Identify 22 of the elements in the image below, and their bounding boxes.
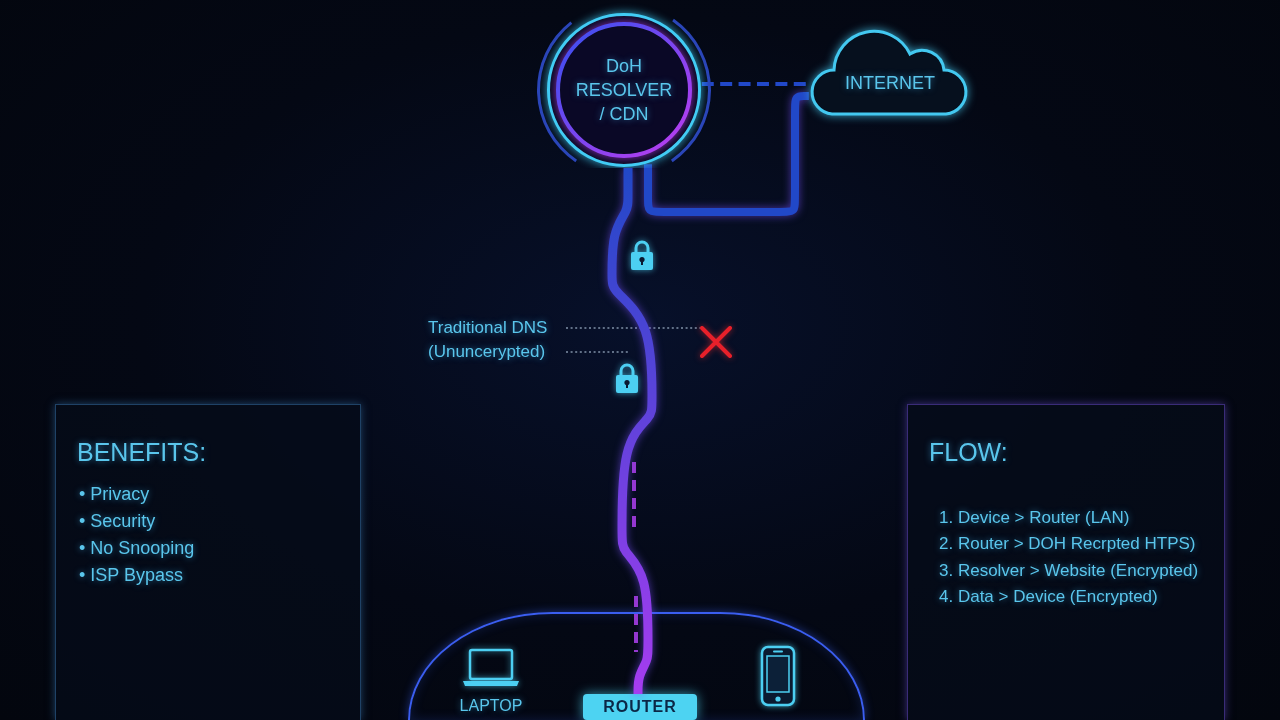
info-panel: [907, 404, 1225, 720]
leader-line: [565, 351, 629, 353]
list-item: 2. Router > DOH Recrpted HTPS): [939, 533, 1196, 556]
list-item: • Security: [79, 510, 156, 533]
router-block: [583, 694, 697, 720]
node-label: DoH RESOLVER / CDN: [574, 55, 674, 126]
node-label: INTERNET: [844, 72, 936, 95]
network-zone: [408, 612, 865, 720]
panel-heading: BENEFITS:: [77, 437, 207, 468]
node-label: ROUTER: [603, 698, 677, 716]
list-item: 4. Data > Device (Encrypted): [939, 585, 1158, 608]
annotation-text: Traditional DNS (Ununcerypted): [428, 316, 566, 364]
connector: [607, 167, 657, 696]
panel-heading: FLOW:: [929, 437, 1008, 468]
info-panel: [55, 404, 361, 720]
device-label: LAPTOP: [458, 696, 524, 716]
list-item: 1. Device > Router (LAN): [939, 507, 1130, 529]
list-item: • Privacy: [79, 483, 150, 506]
list-item: 3. Resolver > Website (Encrypted): [939, 559, 1199, 582]
leader-line: [565, 327, 701, 329]
list-item: • No Snooping: [79, 537, 195, 560]
list-item: • ISP Bypass: [79, 564, 184, 587]
